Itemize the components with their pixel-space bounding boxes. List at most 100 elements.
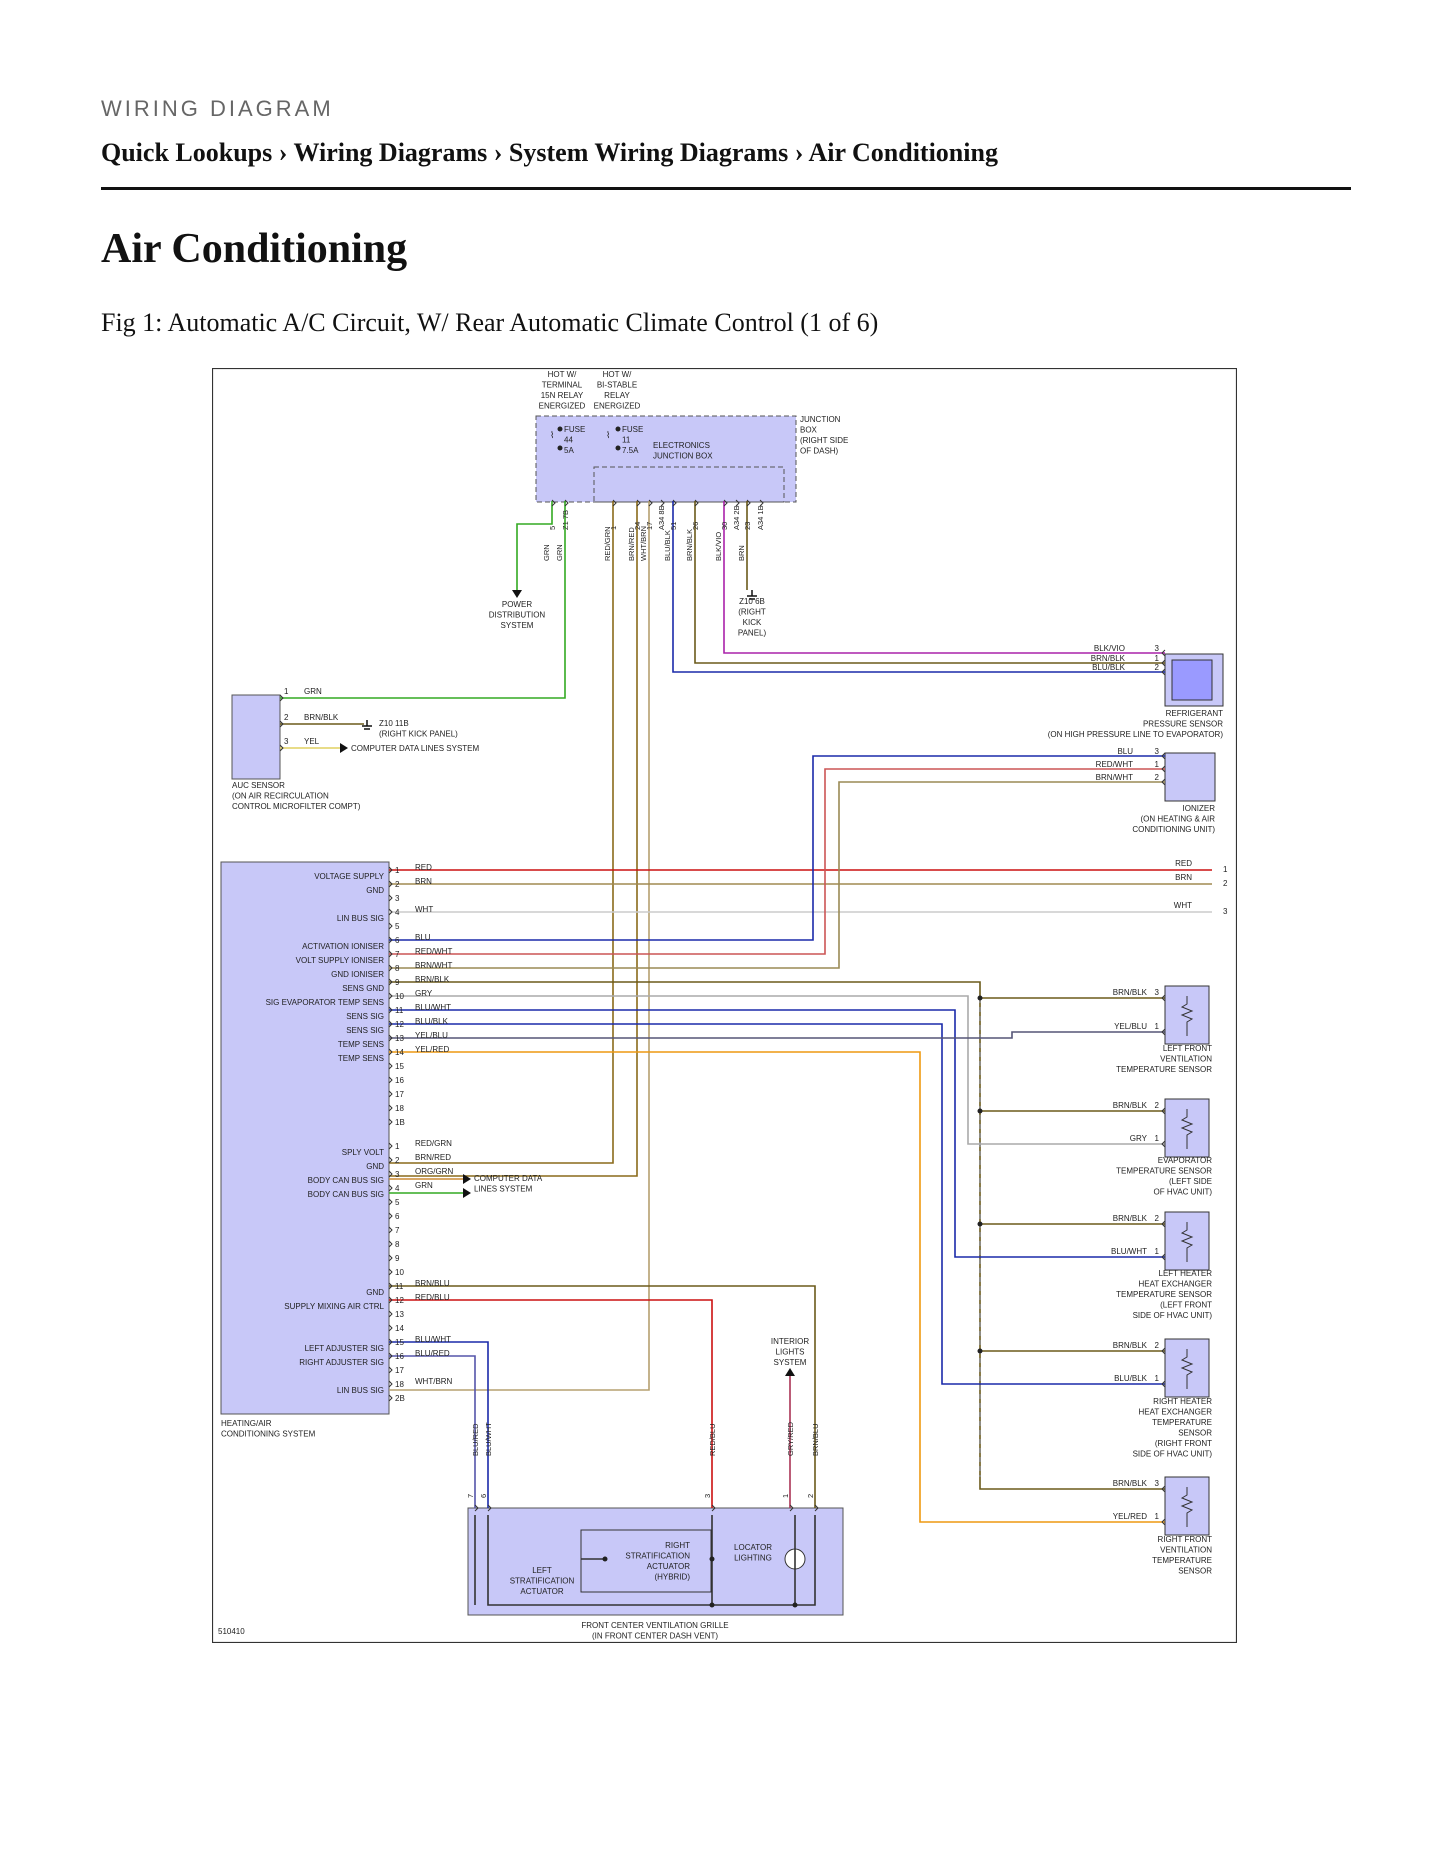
connector-icon xyxy=(388,1240,393,1248)
sensor-wire-label: BRN/BLK xyxy=(1113,1214,1148,1223)
power-distribution-label: SYSTEM xyxy=(501,621,534,630)
junction-box-pin: 23 xyxy=(743,522,752,530)
hvac-pin: 6 xyxy=(395,1212,400,1221)
hvac-pin: 1B xyxy=(395,1118,405,1127)
breadcrumb-item-quick-lookups[interactable]: Quick Lookups xyxy=(101,138,273,167)
sensor-pin: 1 xyxy=(1155,1512,1160,1521)
junction-box-label: BOX xyxy=(800,426,818,435)
auc-sensor-pin: 1 xyxy=(284,687,289,696)
breadcrumb-item-wiring-diagrams[interactable]: Wiring Diagrams xyxy=(293,138,488,167)
wire-brn-wht xyxy=(389,781,1165,969)
hvac-pin-function: LEFT ADJUSTER SIG xyxy=(305,1344,384,1353)
junction-box-wire-label: BLU/BLK xyxy=(663,530,672,561)
wire-blu-blk xyxy=(672,501,1165,673)
connector-icon xyxy=(388,1310,393,1318)
connector-icon xyxy=(1161,1140,1166,1148)
hvac-pin-function: SENS GND xyxy=(342,984,384,993)
grille-wire-label: RED/BLU xyxy=(708,1423,717,1456)
junction-box-pin: Z1 7B xyxy=(561,510,570,530)
refrigerant-sensor-label: (ON HIGH PRESSURE LINE TO EVAPORATOR) xyxy=(1048,730,1224,739)
connector-icon xyxy=(388,1104,393,1112)
auc-sensor-wire-label: BRN/BLK xyxy=(304,713,339,722)
sensor-label: TEMPERATURE xyxy=(1152,1556,1212,1565)
splice-dot xyxy=(709,1556,715,1562)
power-distribution-label: DISTRIBUTION xyxy=(489,611,546,620)
junction-box-pin: A34 2B xyxy=(732,505,741,530)
ionizer-pin: 3 xyxy=(1155,747,1160,756)
locator-label: LOCATOR xyxy=(734,1543,772,1552)
grille-pin: 3 xyxy=(703,1494,712,1498)
hvac-pin-function: TEMP SENS xyxy=(338,1040,384,1049)
hvac-wire-label: BLU/BLK xyxy=(415,1017,449,1026)
thermistor-icon xyxy=(1180,1487,1194,1527)
connector-icon xyxy=(388,1090,393,1098)
fuse-2-label: 11 xyxy=(622,436,631,445)
connector-icon xyxy=(388,1076,393,1084)
ionizer-label: (ON HEATING & AIR xyxy=(1140,815,1215,824)
hvac-wire-label: BRN/RED xyxy=(415,1153,451,1162)
sensor-label: HEAT EXCHANGER xyxy=(1139,1280,1213,1289)
connector-icon xyxy=(1161,1220,1166,1228)
connector-icon xyxy=(1161,1028,1166,1036)
relay-2-label: ENERGIZED xyxy=(594,402,641,411)
connector-icon xyxy=(388,1156,393,1164)
header-divider xyxy=(101,187,1351,190)
arrow-right-icon xyxy=(463,1188,471,1198)
arrow-up-icon xyxy=(785,1368,795,1376)
auc-sensor-label: (ON AIR RECIRCULATION xyxy=(232,792,329,801)
refrigerant-sensor-element xyxy=(1171,659,1213,701)
connector-icon xyxy=(1161,1518,1166,1526)
bus-pin: 3 xyxy=(1223,907,1228,916)
junction-box-wire-label: BRN/BLK xyxy=(685,529,694,561)
hvac-pin: 12 xyxy=(395,1296,404,1305)
grille-pin: 2 xyxy=(806,1494,815,1498)
interior-lights-label: SYSTEM xyxy=(774,1358,807,1367)
hvac-pin: 10 xyxy=(395,1268,404,1277)
hvac-pin: 7 xyxy=(395,950,400,959)
hvac-pin: 3 xyxy=(395,1170,400,1179)
connector-icon xyxy=(648,499,653,507)
connector-icon xyxy=(551,499,556,507)
sensor-label: TEMPERATURE SENSOR xyxy=(1116,1290,1212,1299)
hvac-pin: 15 xyxy=(395,1338,404,1347)
hvac-module-label: HEATING/AIR xyxy=(221,1419,272,1428)
hvac-pin: 1 xyxy=(395,1142,400,1151)
thermistor-icon xyxy=(1180,1109,1194,1149)
wire-yel-blu xyxy=(389,1031,1165,1039)
hvac-pin-function: RIGHT ADJUSTER SIG xyxy=(299,1358,384,1367)
wire-blu xyxy=(389,755,1165,941)
hvac-wire-label: BLU/RED xyxy=(415,1349,450,1358)
hvac-pin: 11 xyxy=(395,1282,404,1291)
hvac-pin-function: SENS SIG xyxy=(346,1026,384,1035)
wire-grn xyxy=(280,501,566,699)
junction-box-wire-label: GRN xyxy=(555,544,564,561)
sensor-label: OF HVAC UNIT) xyxy=(1153,1188,1212,1197)
sensor-pin: 3 xyxy=(1155,988,1160,997)
breadcrumb-item-system-wiring[interactable]: System Wiring Diagrams xyxy=(508,138,789,167)
bus-wire-label: WHT xyxy=(1174,901,1192,910)
splice-dot xyxy=(977,1221,983,1227)
hvac-wire-label: GRN xyxy=(415,1181,433,1190)
right-actuator-label: ACTUATOR xyxy=(647,1562,690,1571)
grille-wire-label: BLU/WHT xyxy=(484,1422,493,1456)
junction-box-wire-label: RED/GRN xyxy=(603,526,612,561)
fuse-2-label: FUSE xyxy=(622,425,643,434)
sensor-wire-label: BRN/BLK xyxy=(1113,1341,1148,1350)
connector-icon xyxy=(759,499,764,507)
sensor-label: VENTILATION xyxy=(1160,1055,1212,1064)
connector-icon xyxy=(388,922,393,930)
bus-pin: 1 xyxy=(1223,865,1228,874)
connector-icon xyxy=(388,1048,393,1056)
ionizer-label: IONIZER xyxy=(1183,804,1216,813)
hvac-pin: 3 xyxy=(395,894,400,903)
hvac-wire-label: RED/GRN xyxy=(415,1139,452,1148)
connector-icon xyxy=(660,499,665,507)
connector-icon xyxy=(388,1170,393,1178)
arrow-right-icon xyxy=(340,743,348,753)
connector-icon xyxy=(694,499,699,507)
electronics-junction-box-outline xyxy=(593,466,785,503)
refrigerant-sensor-wire-label: BRN/BLK xyxy=(1091,654,1126,663)
connector-icon xyxy=(388,964,393,972)
wire-grn xyxy=(516,501,553,590)
sensor-pin: 2 xyxy=(1155,1101,1160,1110)
